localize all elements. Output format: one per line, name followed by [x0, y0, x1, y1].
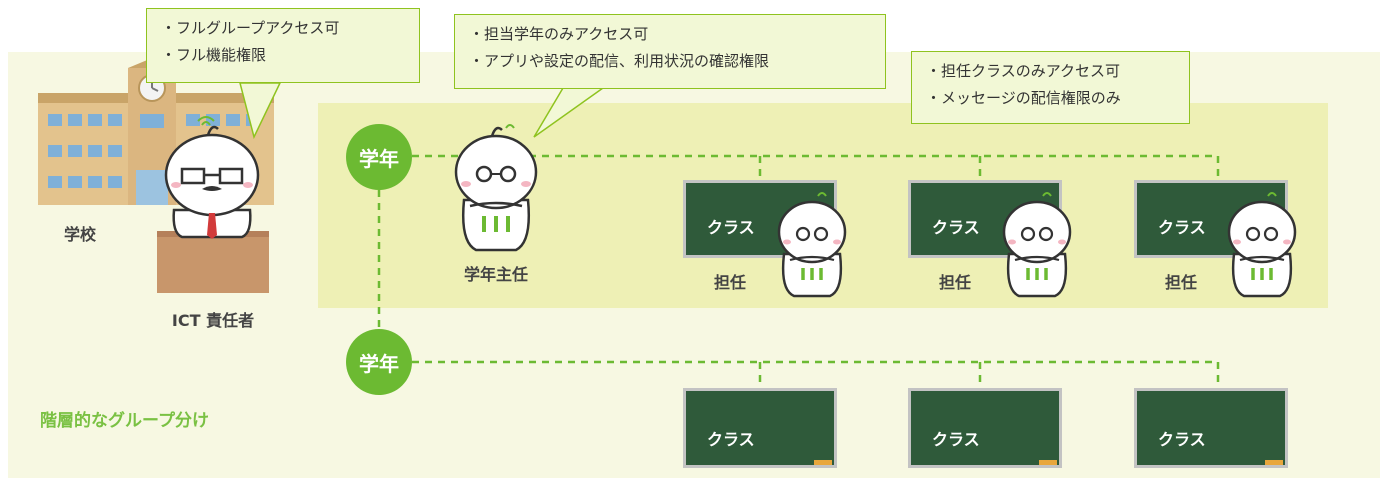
ict-bubble-tail	[239, 82, 282, 140]
school-label: 学校	[63, 225, 96, 244]
bubble-line: ・担任クラスのみアクセス可	[926, 62, 1120, 80]
bubble-line: ・フルグループアクセス可	[161, 19, 340, 37]
grade-node: 学年	[346, 329, 412, 395]
homeroom-permission-bubble: ・担任クラスのみアクセス可 ・メッセージの配信権限のみ	[911, 51, 1190, 124]
mascot-icon	[454, 124, 538, 252]
chalkboard-icon	[908, 388, 1062, 468]
podium	[157, 231, 269, 293]
grade-head-label: 学年主任	[463, 265, 528, 284]
ict-permission-bubble: ・フルグループアクセス可 ・フル機能権限	[146, 8, 420, 83]
grade-node: 学年	[346, 124, 412, 190]
homeroom-label: 担任	[1164, 273, 1197, 292]
homeroom-label: 担任	[938, 273, 971, 292]
diagram-title: 階層的なグループ分け	[40, 411, 209, 431]
class-label: クラス	[932, 430, 980, 449]
bubble-line: ・アプリや設定の配信、利用状況の確認権限	[469, 52, 770, 70]
ict-manager-label: ICT 責任者	[171, 311, 255, 330]
class-label: クラス	[1158, 430, 1206, 449]
class-label: クラス	[707, 430, 755, 449]
class-label: クラス	[707, 218, 755, 237]
connector-lines	[377, 154, 1220, 388]
grade-head-permission-bubble: ・担当学年のみアクセス可 ・アプリや設定の配信、利用状況の確認権限	[454, 14, 886, 89]
class-label: クラス	[1158, 218, 1206, 237]
mascot-icon	[164, 116, 260, 239]
chalkboard-icon	[1134, 388, 1288, 468]
bubble-line: ・フル機能権限	[161, 46, 267, 64]
class-label: クラス	[932, 218, 980, 237]
bubble-line: ・メッセージの配信権限のみ	[926, 89, 1121, 107]
mascot-icon	[1002, 192, 1072, 298]
mascot-icon	[1227, 192, 1297, 298]
bubble-line: ・担当学年のみアクセス可	[469, 25, 649, 43]
mascot-icon	[777, 192, 847, 298]
chalkboard-icon	[683, 388, 837, 468]
homeroom-label: 担任	[713, 273, 746, 292]
